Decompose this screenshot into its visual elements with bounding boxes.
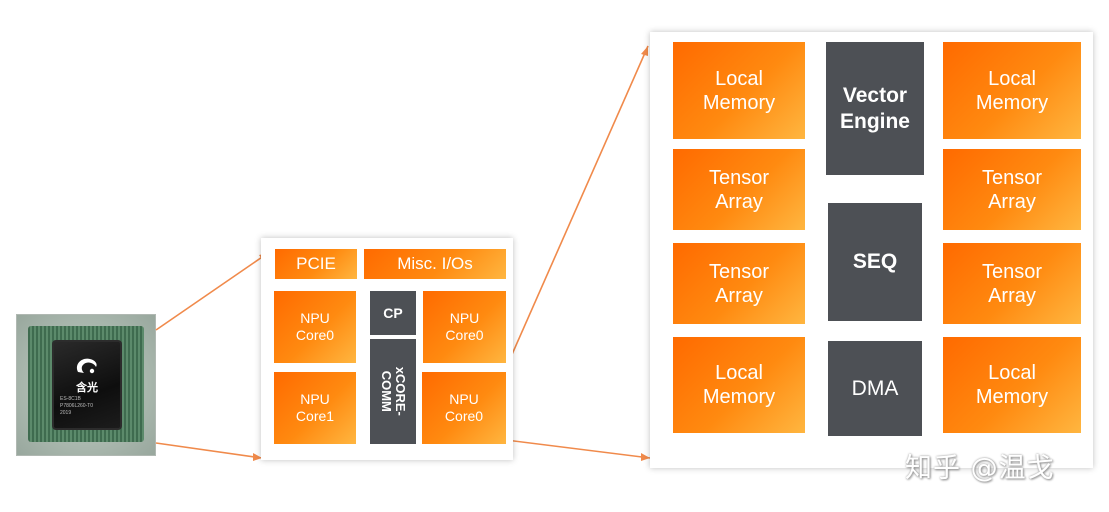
cp-block: CP — [370, 291, 416, 335]
connector-line — [155, 442, 263, 459]
block-label: Tensor Array — [708, 166, 770, 213]
local-memory-block: Local Memory — [673, 42, 805, 139]
tensor-array-block: Tensor Array — [673, 149, 805, 230]
vector-engine-label: Vector Engine — [839, 84, 910, 133]
chip-logo-icon — [76, 358, 97, 374]
xcore-comm-label: xCORE- COMM — [379, 366, 409, 417]
misc-io-block: Misc. I/Os — [364, 249, 506, 279]
connector-arrowhead — [641, 46, 648, 56]
connector-line — [505, 439, 651, 459]
local-memory-block: Local Memory — [943, 337, 1081, 433]
tensor-array-block: Tensor Array — [943, 149, 1081, 230]
block-label: Local Memory — [975, 67, 1049, 114]
tensor-array-block: Tensor Array — [943, 243, 1081, 324]
connector-arrowhead — [641, 453, 650, 461]
connector-line — [505, 45, 649, 369]
npu-core-label: NPU Core0 — [445, 310, 484, 343]
seq-label: SEQ — [852, 250, 898, 274]
block-label: Tensor Array — [708, 260, 770, 307]
block-label: Tensor Array — [981, 166, 1043, 213]
npu-core-block: NPU Core0 — [423, 291, 506, 363]
pcie-block: PCIE — [275, 249, 357, 279]
chip-name: 含光 — [76, 382, 98, 394]
block-label: Local Memory — [702, 362, 776, 408]
dma-label: DMA — [851, 376, 899, 400]
npu-core-block: NPU Core0 — [274, 291, 356, 363]
block-label: Local Memory — [702, 67, 776, 114]
local-memory-block: Local Memory — [673, 337, 805, 433]
npu-core-block: NPU Core1 — [274, 372, 356, 444]
npu-core-block: NPU Core0 — [422, 372, 506, 444]
chip-die — [52, 340, 122, 430]
pcie-label: PCIE — [296, 253, 336, 273]
connector-line — [155, 252, 269, 331]
local-memory-block: Local Memory — [943, 42, 1081, 139]
npu-core-label: NPU Core0 — [444, 391, 484, 424]
cp-label: CP — [383, 304, 403, 321]
seq-block: SEQ — [828, 203, 922, 321]
misc-io-label: Misc. I/Os — [397, 253, 473, 273]
block-label: Tensor Array — [981, 260, 1043, 307]
xcore-comm-block: xCORE- COMM — [370, 339, 416, 444]
block-label: Local Memory — [975, 362, 1049, 408]
npu-core-label: NPU Core0 — [295, 310, 335, 343]
watermark: 知乎 @温戈 — [905, 453, 1055, 484]
npu-core-label: NPU Core1 — [295, 391, 335, 424]
tensor-array-block: Tensor Array — [673, 243, 805, 324]
dma-block: DMA — [828, 341, 922, 436]
chip-fine-print: ES-8C1B P7806L260-T0 2019 — [60, 396, 94, 416]
vector-engine-block: Vector Engine — [826, 42, 924, 175]
